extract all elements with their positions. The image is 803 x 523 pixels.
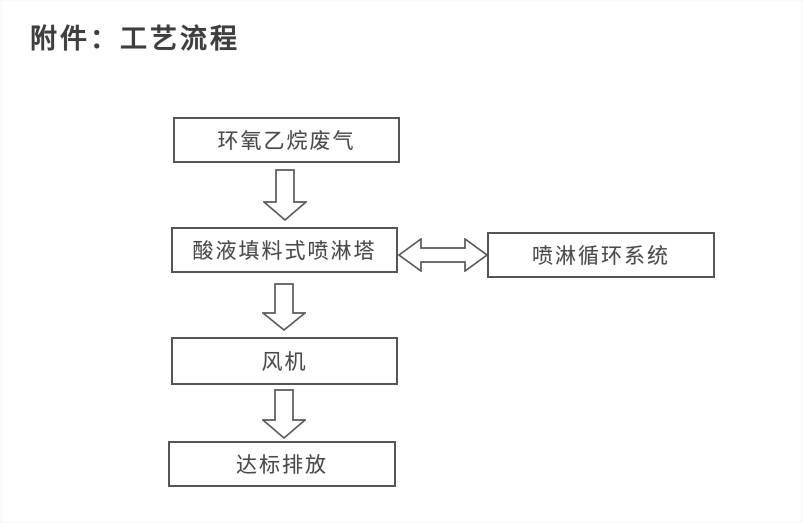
- down-arrow-icon: [263, 169, 307, 221]
- flow-node-label: 环氧乙烷废气: [217, 129, 356, 153]
- flow-node-waste-gas: 环氧乙烷废气: [173, 117, 400, 163]
- down-arrow-icon: [262, 283, 306, 331]
- flow-node-label: 达标排放: [236, 453, 328, 477]
- flow-node-label: 酸液填料式喷淋塔: [192, 239, 377, 263]
- flow-node-label: 喷淋循环系统: [532, 244, 670, 268]
- double-arrow-icon: [398, 238, 488, 272]
- page-title: 附件：工艺流程: [30, 24, 240, 54]
- down-arrow-icon: [262, 389, 306, 439]
- flow-node-label: 风机: [261, 350, 308, 374]
- flow-node-spray-tower: 酸液填料式喷淋塔: [171, 227, 398, 273]
- flow-node-circulation: 喷淋循环系统: [487, 232, 715, 278]
- flow-node-discharge: 达标排放: [168, 441, 396, 487]
- flow-node-fan: 风机: [171, 337, 398, 385]
